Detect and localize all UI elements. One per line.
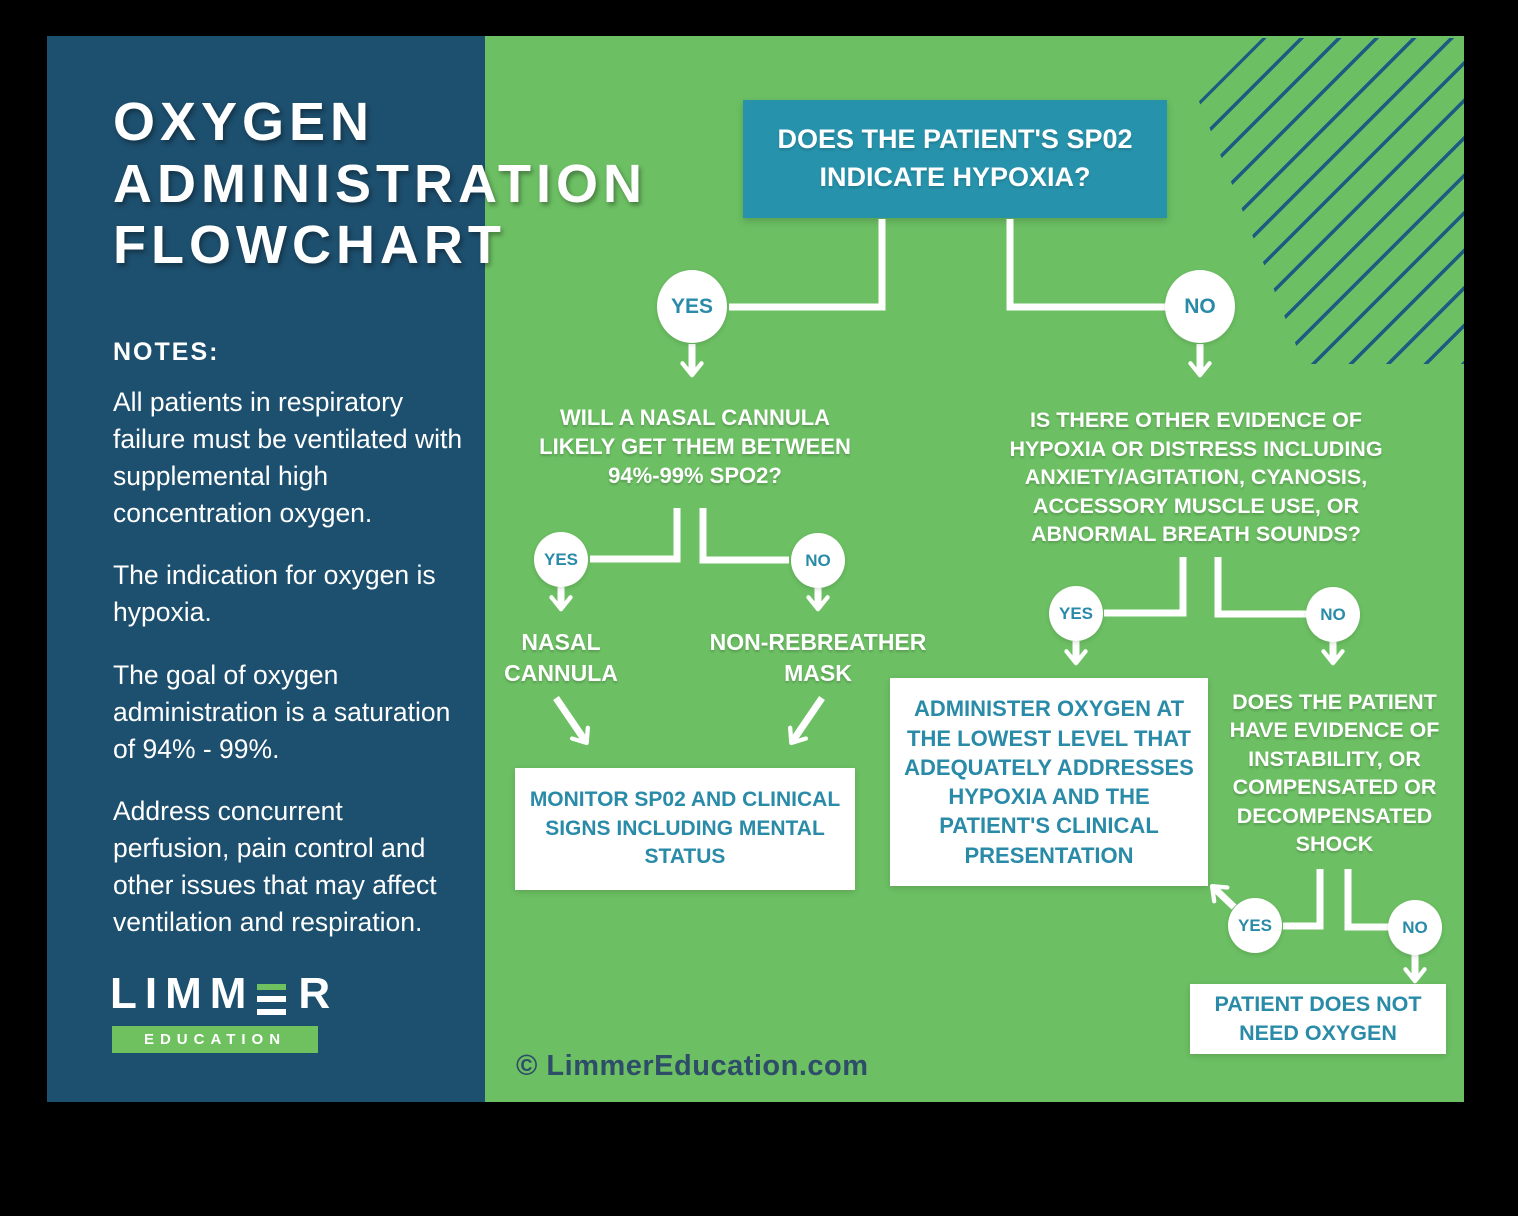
shock-question: DOES THE PATIENT HAVE EVIDENCE OF INSTAB… [1229, 690, 1440, 856]
yes-badge-4: YES [1228, 898, 1282, 953]
nasal-cannula-label: NASAL CANNULA [504, 629, 618, 687]
arrow-mask-to-monitor [788, 696, 825, 746]
elbow-left-yes [590, 508, 681, 563]
no-oxygen-box: PATIENT DOES NOT NEED OXYGEN [1190, 984, 1446, 1054]
yes-badge-1: YES [657, 270, 727, 343]
note-paragraph: All patients in respiratory failure must… [113, 387, 463, 529]
administer-oxygen-box: ADMINISTER OXYGEN AT THE LOWEST LEVEL TH… [890, 678, 1208, 886]
sidebar-panel [47, 36, 485, 1102]
note-paragraph: The goal of oxygen administration is a s… [113, 659, 451, 764]
poster-title: OXYGEN ADMINISTRATION FLOWCHART [113, 92, 773, 277]
logo-education-banner: EDUCATION [112, 1026, 318, 1053]
no-badge-1: NO [1165, 270, 1235, 343]
yes-badge-3: YES [1049, 586, 1103, 641]
elbow-root-yes [729, 219, 886, 311]
elbow-left-no [699, 508, 789, 564]
left-branch-question: WILL A NASAL CANNULA LIKELY GET THEM BET… [539, 405, 851, 489]
no-badge-4: NO [1388, 900, 1442, 955]
logo-letters-right: R [298, 969, 339, 1018]
title-line-3: FLOWCHART [113, 215, 506, 276]
logo-letter-e-icon [257, 984, 287, 1015]
copyright-text: © LimmerEducation.com [516, 1050, 869, 1082]
title-line-1: OXYGEN [113, 92, 375, 152]
logo-letters-left: LIMM [110, 969, 255, 1018]
elbow-right-no [1214, 557, 1307, 618]
right-branch-question: IS THERE OTHER EVIDENCE OF HYPOXIA OR DI… [1009, 408, 1383, 547]
title-line-2: ADMINISTRATION [113, 153, 647, 214]
arrow-yes4-to-administer [1209, 884, 1237, 910]
monitor-outcome-box: MONITOR SP02 AND CLINICAL SIGNS INCLUDIN… [515, 768, 855, 890]
no-badge-3: NO [1306, 587, 1360, 642]
notes-heading: NOTES: [113, 338, 220, 366]
root-question-node: DOES THE PATIENT'S SP02 INDICATE HYPOXIA… [743, 100, 1167, 218]
no-badge-2: NO [791, 533, 845, 588]
elbow-root-no [1006, 219, 1167, 311]
elbow-shock-yes [1283, 869, 1324, 930]
limmer-logo-wordmark: LIMM R [110, 972, 338, 1016]
arrow-nasal-to-monitor [553, 696, 590, 746]
elbow-right-yes [1104, 557, 1187, 617]
notes-list: All patients in respiratory failure must… [113, 384, 465, 966]
non-rebreather-mask-label: NON-REBREATHER MASK [709, 629, 927, 687]
note-paragraph: The indication for oxygen is hypoxia. [113, 560, 436, 628]
yes-badge-2: YES [534, 532, 588, 587]
elbow-shock-no [1344, 869, 1389, 931]
note-paragraph: Address concurrent perfusion, pain contr… [113, 795, 437, 938]
